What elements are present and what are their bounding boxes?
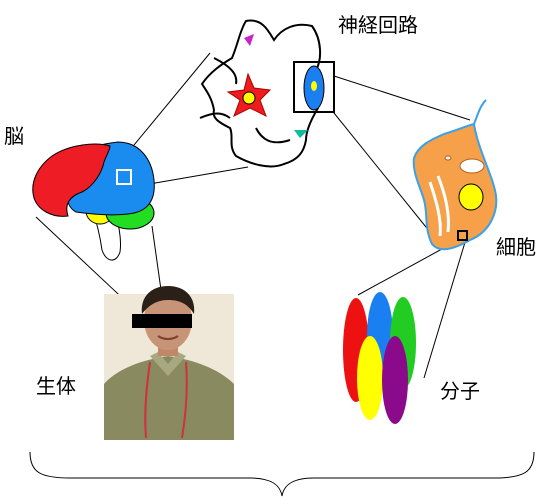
eye-redaction-bar — [132, 314, 192, 328]
photo-hair — [141, 286, 195, 314]
cell-drawing — [412, 99, 498, 251]
photo-lanyard — [144, 361, 188, 439]
magenta-terminal — [244, 34, 254, 46]
molecule-purple — [382, 336, 408, 424]
blue-neuron-nucleus — [311, 81, 317, 91]
label-body: 生体 — [36, 374, 76, 398]
photo-mouth — [157, 335, 179, 340]
neuron-nucleus — [242, 91, 256, 105]
molecule-yellow — [357, 336, 383, 420]
cell-fiber-b — [436, 175, 450, 233]
label-molecule: 分子 — [440, 379, 480, 403]
brain-drawing — [32, 141, 155, 261]
brain-zoom-box — [116, 169, 132, 185]
cell-zoom-box — [457, 230, 468, 241]
photo-shirt — [104, 356, 234, 440]
bottom-curly-brace — [29, 451, 535, 497]
connector-circuit-brain-upper — [119, 52, 211, 163]
connector-circuit-cell-upper — [333, 75, 471, 121]
person-photo — [104, 286, 234, 440]
label-cell: 細胞 — [496, 235, 536, 259]
connector-brain-body-left — [35, 216, 133, 308]
circuit-zoom-box — [293, 61, 335, 113]
frontal-lobe — [32, 143, 111, 217]
dendrite-lower — [199, 112, 231, 119]
label-neural-circuit: 神経回路 — [338, 13, 418, 37]
dendrite-upper — [213, 57, 238, 85]
photo-collar — [150, 352, 186, 376]
connector-circuit-cell-lower — [333, 112, 431, 233]
cell-nucleus — [458, 183, 484, 211]
cell-granule — [444, 155, 452, 161]
connector-brain-body-right — [151, 225, 163, 298]
cell-vacuole — [459, 158, 485, 174]
axon-curve — [255, 127, 291, 144]
neural-circuit-drawing — [199, 19, 335, 168]
cell-body — [412, 122, 498, 251]
cell-fiber-a — [428, 181, 442, 237]
molecule-drawing — [343, 292, 416, 424]
cell-tail — [473, 99, 487, 125]
label-brain: 脳 — [4, 124, 24, 148]
connector-cell-molecule-right — [423, 238, 467, 379]
cyan-terminal — [294, 130, 308, 138]
